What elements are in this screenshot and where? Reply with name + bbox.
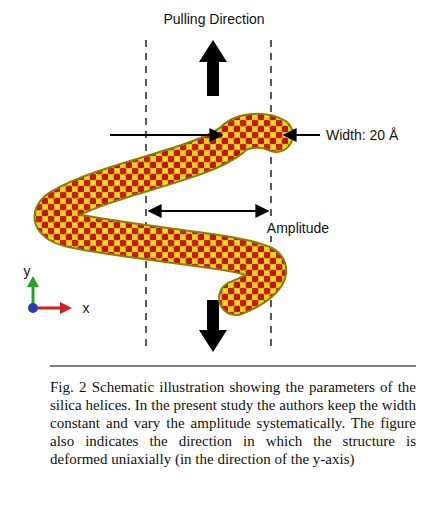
figure-caption: Fig. 2 Schematic illustration showing th… [50,378,416,468]
helix-outline [52,131,276,298]
axis-label: y [24,263,31,279]
pulling-direction-label: Pulling Direction [163,11,264,27]
axis-label: x [83,300,90,316]
helix-body [52,131,276,298]
z-axis-dot [28,303,38,313]
width-arrow [284,134,320,136]
width-label: Width: 20 Å [326,127,398,143]
x-axis-arrow [60,302,72,314]
guide-line [270,40,271,348]
amplitude-label: Amplitude [265,220,331,236]
width-arrow [110,134,222,136]
amplitude-arrow [149,210,268,212]
pull-arrow [199,40,227,96]
guide-line [145,40,146,348]
caption-rule [50,366,416,367]
